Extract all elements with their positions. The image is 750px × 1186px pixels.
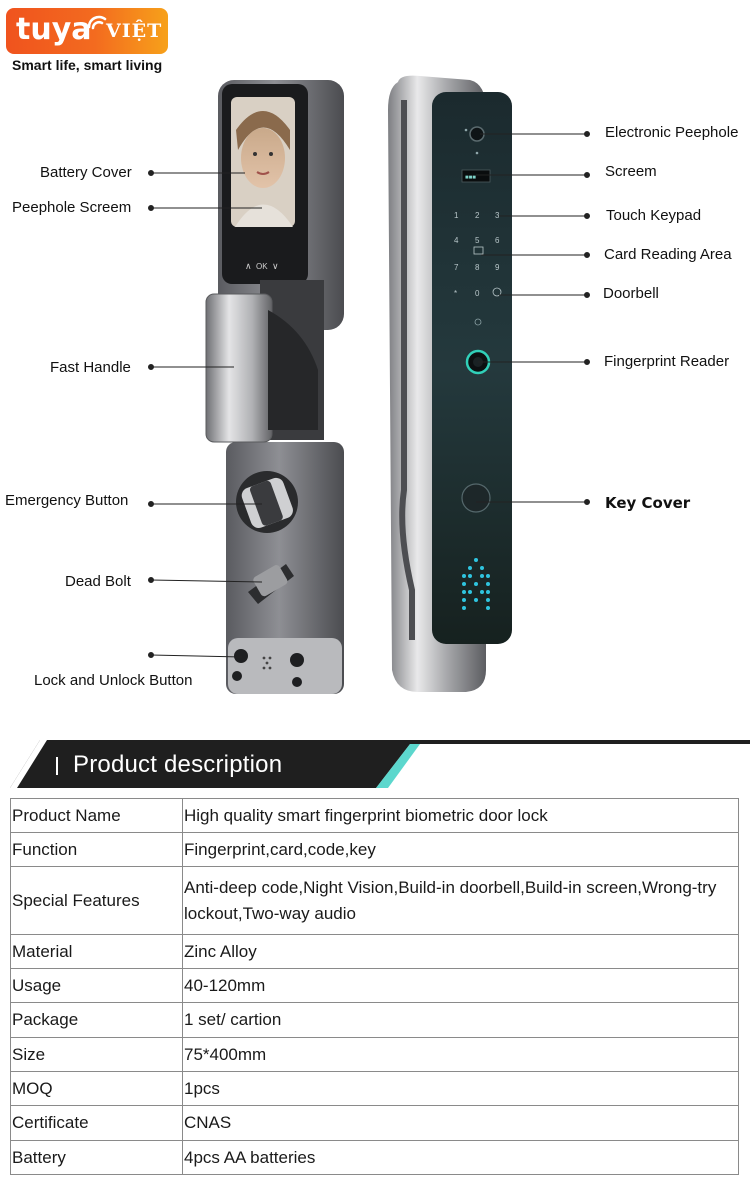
spec-key: Material	[10, 934, 183, 969]
spec-value: 1 set/ cartion	[182, 1002, 739, 1038]
logo-region: VIỆT	[106, 20, 163, 42]
brand-logo: tuya VIỆT Smart life, smart living	[6, 8, 170, 74]
svg-text:4: 4	[454, 236, 459, 245]
brand-tagline: Smart life, smart living	[12, 57, 163, 73]
svg-text:1: 1	[454, 211, 459, 220]
svg-text:3: 3	[495, 211, 500, 220]
spec-key: Function	[10, 832, 183, 867]
spec-key: Usage	[10, 968, 183, 1003]
spec-key: Product Name	[10, 798, 183, 833]
spec-value: High quality smart fingerprint biometric…	[182, 798, 739, 833]
spec-key: Special Features	[10, 866, 183, 935]
spec-key: Battery	[10, 1140, 183, 1175]
svg-text:5: 5	[475, 236, 480, 245]
spec-value: Zinc Alloy	[182, 934, 739, 969]
spec-value: Fingerprint,card,code,key	[182, 832, 739, 867]
callout-electronic-peephole: Electronic Peephole	[605, 124, 739, 141]
spec-value: 1pcs	[182, 1071, 739, 1106]
callout-key-cover: Key Cover	[605, 494, 691, 512]
svg-text:9: 9	[495, 263, 500, 272]
callout-dead-bolt: Dead Bolt	[65, 573, 131, 590]
callout-fast-handle: Fast Handle	[50, 359, 131, 376]
right-leader-lines	[476, 131, 590, 505]
callout-doorbell: Doorbell	[603, 285, 659, 302]
outer-lock-body: ■■■ 1 2 3 4 5 6 7 8 9 * 0	[388, 75, 512, 693]
screen-ok-label: OK	[256, 262, 268, 271]
logo-badge: tuya VIỆT	[6, 8, 168, 54]
svg-text:7: 7	[454, 263, 459, 272]
spec-value: 40-120mm	[182, 968, 739, 1003]
svg-text:8: 8	[475, 263, 480, 272]
logo-word: tuya	[16, 12, 92, 47]
spec-key: Certificate	[10, 1105, 183, 1141]
svg-text:∧: ∧	[245, 261, 252, 271]
callout-touch-keypad: Touch Keypad	[606, 207, 702, 224]
callout-emergency-button: Emergency Button	[5, 492, 129, 509]
spec-key: Size	[10, 1037, 183, 1072]
left-leader-lines	[148, 170, 263, 658]
callout-battery-cover: Battery Cover	[40, 164, 132, 181]
banner-divider	[56, 757, 58, 775]
spec-key: Package	[10, 1002, 183, 1038]
callout-lock-unlock-button: Lock and Unlock Button	[34, 672, 193, 689]
svg-text:*: *	[454, 289, 457, 298]
product-illustration: ∧ OK ∨ ■■■ 1	[148, 75, 590, 694]
wifi-icon	[87, 15, 107, 30]
inner-lock-body: ∧ OK ∨	[205, 80, 344, 694]
svg-text:∨: ∨	[272, 261, 279, 271]
svg-text:6: 6	[495, 236, 500, 245]
section-title: Product description	[73, 751, 283, 778]
device-keypad: 1 2 3 4 5 6 7 8 9 * 0	[454, 211, 500, 298]
spec-value: Anti-deep code,Night Vision,Build-in doo…	[182, 866, 739, 935]
callout-fingerprint-reader: Fingerprint Reader	[604, 353, 730, 370]
spec-value: 4pcs AA batteries	[182, 1140, 739, 1175]
svg-text:2: 2	[475, 211, 480, 220]
svg-text:■■■: ■■■	[465, 174, 476, 181]
svg-text:0: 0	[475, 289, 480, 298]
callout-peephole-screen: Peephole Screem	[12, 199, 132, 216]
spec-key: MOQ	[10, 1071, 183, 1106]
spec-value: CNAS	[182, 1105, 739, 1141]
spec-value: 75*400mm	[182, 1037, 739, 1072]
section-banner	[10, 740, 750, 788]
callout-screen: Screem	[605, 163, 657, 180]
callout-card-reading-area: Card Reading Area	[604, 246, 732, 263]
